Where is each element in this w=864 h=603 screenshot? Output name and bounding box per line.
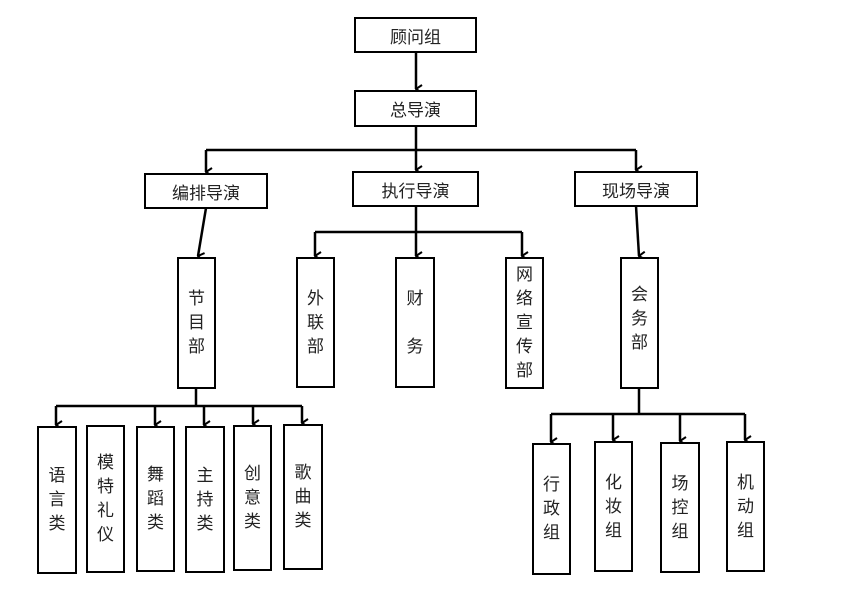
node-label-char: 会: [631, 285, 648, 305]
node-label: 语言类: [49, 464, 66, 536]
node-label-char: 部: [307, 336, 324, 357]
node-label-char: 类: [294, 511, 312, 531]
node-makeup: 化妆组: [594, 441, 633, 572]
node-label: 外联部: [307, 287, 324, 359]
node-administration: 行政组: [532, 443, 571, 575]
node-label-char: 场: [671, 473, 689, 494]
node-label-char: 部: [516, 361, 533, 381]
node-label-char: 创: [244, 464, 261, 484]
node-dance: 舞蹈类: [136, 426, 175, 572]
node-label: 场控组: [672, 472, 689, 544]
node-label-char: 动: [737, 496, 754, 517]
node-label-char: 组: [737, 520, 754, 541]
node-label-char: 主: [196, 465, 214, 486]
node-label: 行政组: [543, 473, 560, 545]
node-label: 顾问组: [390, 27, 441, 48]
node-label-char: 节: [188, 289, 205, 309]
node-model-etiquette: 模特礼仪: [86, 425, 125, 573]
node-label-char: 模: [97, 453, 114, 473]
node-label-char: 络: [516, 289, 533, 309]
node-hosting: 主持类: [185, 426, 225, 573]
edge-arrangement-program: [198, 207, 208, 256]
node-label: 编排导演: [172, 183, 240, 204]
node-label-char: 务: [406, 336, 424, 357]
node-label-char: 部: [631, 333, 648, 353]
node-finance: 财务: [395, 257, 435, 388]
node-label: 节目部: [188, 287, 205, 359]
node-label: 总导演: [390, 101, 441, 121]
node-label-char: 类: [196, 513, 214, 534]
node-label-char: 类: [147, 513, 164, 533]
node-label-char: 行: [543, 475, 560, 495]
node-label-char: 类: [48, 514, 66, 534]
node-label-char: 礼: [97, 501, 114, 521]
node-label-char: 财: [406, 288, 424, 309]
node-label-char: 宣: [516, 313, 533, 333]
node-label: 歌曲类: [295, 461, 312, 533]
node-label-char: 语: [48, 466, 66, 486]
node-label: 舞蹈类: [147, 463, 164, 535]
node-label: 执行导演: [381, 181, 450, 202]
node-advisors: 顾问组: [354, 17, 477, 53]
node-label: 主持类: [197, 464, 214, 536]
node-arrangement-director: 编排导演: [144, 173, 268, 209]
node-label-char: 类: [244, 512, 261, 532]
node-chief-director: 总导演: [354, 90, 477, 127]
node-language: 语言类: [37, 426, 77, 574]
node-label-char: 言: [48, 490, 66, 510]
node-label-char: 蹈: [147, 489, 164, 509]
node-label-char: 网: [516, 265, 533, 285]
node-label: 机动组: [737, 471, 754, 543]
node-label: 网络宣传部: [516, 263, 533, 383]
node-label-char: 组: [543, 523, 560, 543]
node-label: 模特礼仪: [97, 451, 114, 547]
node-label-char: 舞: [147, 465, 164, 485]
node-label: 财务: [407, 287, 424, 359]
node-label-char: 目: [188, 313, 205, 333]
node-venue-control: 场控组: [660, 442, 700, 573]
node-label: 化妆组: [605, 471, 622, 543]
node-label-char: 妆: [605, 496, 622, 517]
node-label-char: 传: [516, 337, 533, 357]
node-onsite-director: 现场导演: [574, 171, 698, 207]
node-label-char: 组: [605, 520, 622, 541]
node-program-dept: 节目部: [177, 257, 216, 389]
node-label-char: 持: [196, 489, 214, 510]
node-label-char: 务: [631, 309, 648, 329]
node-label-char: 机: [737, 472, 754, 493]
node-label-char: 部: [188, 337, 205, 357]
node-label-char: 意: [244, 488, 261, 508]
node-label-char: 曲: [294, 487, 312, 507]
node-label-char: 组: [671, 521, 689, 542]
node-label-char: 歌: [294, 463, 312, 483]
node-executive-director: 执行导演: [352, 171, 479, 207]
node-conference-affairs: 会务部: [620, 257, 659, 389]
node-label-char: 外: [307, 288, 324, 309]
node-song: 歌曲类: [283, 424, 323, 570]
node-label-char: 政: [543, 499, 560, 519]
node-external-relations: 外联部: [296, 257, 335, 388]
node-label: 现场导演: [602, 181, 670, 202]
node-label-char: 联: [307, 312, 324, 333]
edge-onsite-conference: [634, 205, 639, 256]
node-mobile: 机动组: [726, 441, 765, 572]
node-creative: 创意类: [233, 425, 272, 571]
node-label-char: 控: [671, 497, 689, 518]
node-label-char: 特: [97, 477, 114, 497]
node-online-publicity: 网络宣传部: [505, 257, 544, 389]
node-label-char: 化: [605, 472, 622, 493]
node-label: 创意类: [244, 462, 261, 534]
node-label: 会务部: [631, 283, 648, 355]
node-label-char: 仪: [97, 525, 114, 545]
